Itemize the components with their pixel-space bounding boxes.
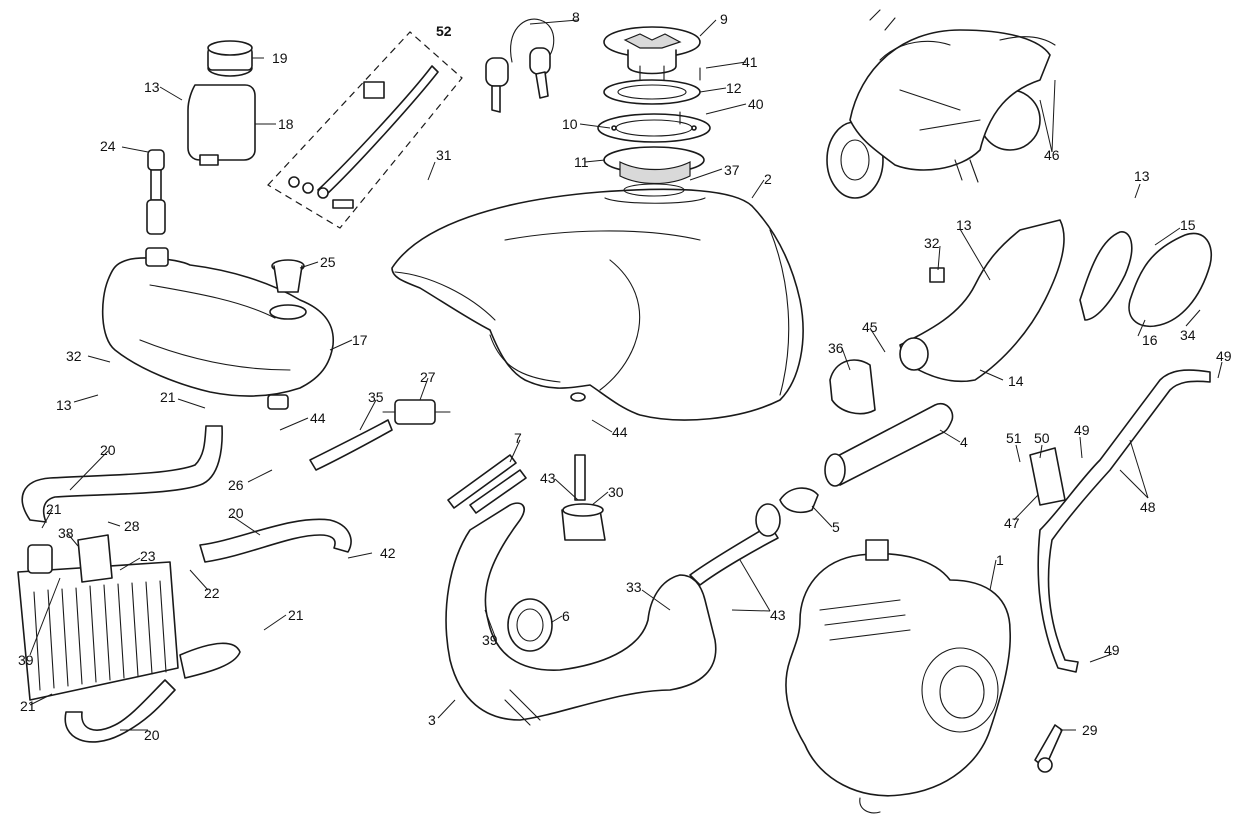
callout-27: 27	[420, 369, 436, 385]
callout-34: 34	[1180, 327, 1196, 343]
callout-44-filter: 44	[310, 410, 326, 426]
callout-33: 33	[626, 579, 642, 595]
callout-19: 19	[272, 50, 288, 66]
callout-45: 45	[862, 319, 878, 335]
callout-36: 36	[828, 340, 844, 356]
callout-16: 16	[1142, 332, 1158, 348]
exhaust-bracket	[1029, 369, 1211, 673]
callout-35: 35	[368, 389, 384, 405]
callout-32-tank: 32	[66, 348, 82, 364]
callout-31: 31	[436, 147, 452, 163]
callout-49-top: 49	[1216, 348, 1232, 364]
callout-11: 11	[574, 154, 589, 170]
callout-29: 29	[1082, 722, 1098, 738]
callout-32-intake: 32	[924, 235, 940, 251]
exhaust-pipe	[445, 502, 781, 726]
callout-23: 23	[140, 548, 156, 564]
callout-2: 2	[764, 171, 772, 187]
fuel-cap-assembly	[597, 26, 711, 197]
callout-5: 5	[832, 519, 840, 535]
exhaust-gasket	[507, 598, 553, 652]
callout-22: 22	[204, 585, 220, 601]
callout-41: 41	[742, 54, 758, 70]
oil-reservoir	[187, 40, 305, 293]
callout-8: 8	[572, 9, 580, 25]
callout-20-lower: 20	[144, 727, 160, 743]
callout-4: 4	[960, 434, 968, 450]
callout-15: 15	[1180, 217, 1196, 233]
callout-20-middle: 20	[228, 505, 244, 521]
oil-level-gauge	[146, 149, 166, 235]
callout-20-upper: 20	[100, 442, 116, 458]
callout-26: 26	[228, 477, 244, 493]
callout-50: 50	[1034, 430, 1050, 446]
callout-43-hose: 43	[770, 607, 786, 623]
callout-52: 52	[436, 23, 452, 39]
callout-1: 1	[996, 552, 1004, 568]
radiator	[17, 534, 179, 701]
callout-28: 28	[124, 518, 140, 534]
callout-38: 38	[58, 525, 74, 541]
callout-24: 24	[100, 138, 116, 154]
callout-17: 17	[352, 332, 368, 348]
callout-46: 46	[1044, 147, 1060, 163]
callout-21-radiator-bottom: 21	[20, 698, 36, 714]
callout-13-intake: 13	[956, 217, 972, 233]
motorcycle-illustration	[826, 9, 1056, 199]
fuel-filter	[382, 399, 451, 425]
callout-21-tank: 21	[160, 389, 176, 405]
callout-18: 18	[278, 116, 294, 132]
callout-21-radiator-top: 21	[46, 501, 62, 517]
callout-10: 10	[562, 116, 578, 132]
callout-3: 3	[428, 712, 436, 728]
oil-tank	[101, 247, 335, 410]
callout-39-exhaust: 39	[482, 632, 498, 648]
callout-labels: 1 2 3 4 5 6 7 8 9 10 11 12 13 13 13 13 1…	[18, 9, 1232, 743]
callout-39-radiator: 39	[18, 652, 34, 668]
callout-48: 48	[1140, 499, 1156, 515]
callout-42: 42	[380, 545, 396, 561]
callout-51: 51	[1006, 430, 1022, 446]
callout-13-cover: 13	[1134, 168, 1150, 184]
callout-43-tap: 43	[540, 470, 556, 486]
footrest-bracket	[1034, 724, 1063, 773]
leader-lines	[29, 19, 1223, 731]
callout-13-tank: 13	[56, 397, 72, 413]
ignition-keys	[485, 18, 555, 113]
callout-12: 12	[726, 80, 742, 96]
callout-37: 37	[724, 162, 740, 178]
callout-9: 9	[720, 11, 728, 27]
callout-49-bottom: 49	[1104, 642, 1120, 658]
callout-47: 47	[1004, 515, 1020, 531]
callout-13-reservoir: 13	[144, 79, 160, 95]
callout-7: 7	[514, 430, 522, 446]
silencer	[779, 359, 954, 514]
callout-40: 40	[748, 96, 764, 112]
callout-44-tank: 44	[612, 424, 628, 440]
fuel-tap	[561, 454, 606, 541]
callout-25: 25	[320, 254, 336, 270]
engine	[785, 539, 1012, 814]
callout-6: 6	[562, 608, 570, 624]
exhaust-springs	[447, 454, 527, 514]
callout-21-radiator-side: 21	[288, 607, 304, 623]
air-intake	[899, 219, 1212, 383]
fuel-tank	[391, 188, 804, 421]
callout-30: 30	[608, 484, 624, 500]
callout-49-middle: 49	[1074, 422, 1090, 438]
callout-14: 14	[1008, 373, 1024, 389]
oil-pipe-kit	[267, 31, 463, 229]
